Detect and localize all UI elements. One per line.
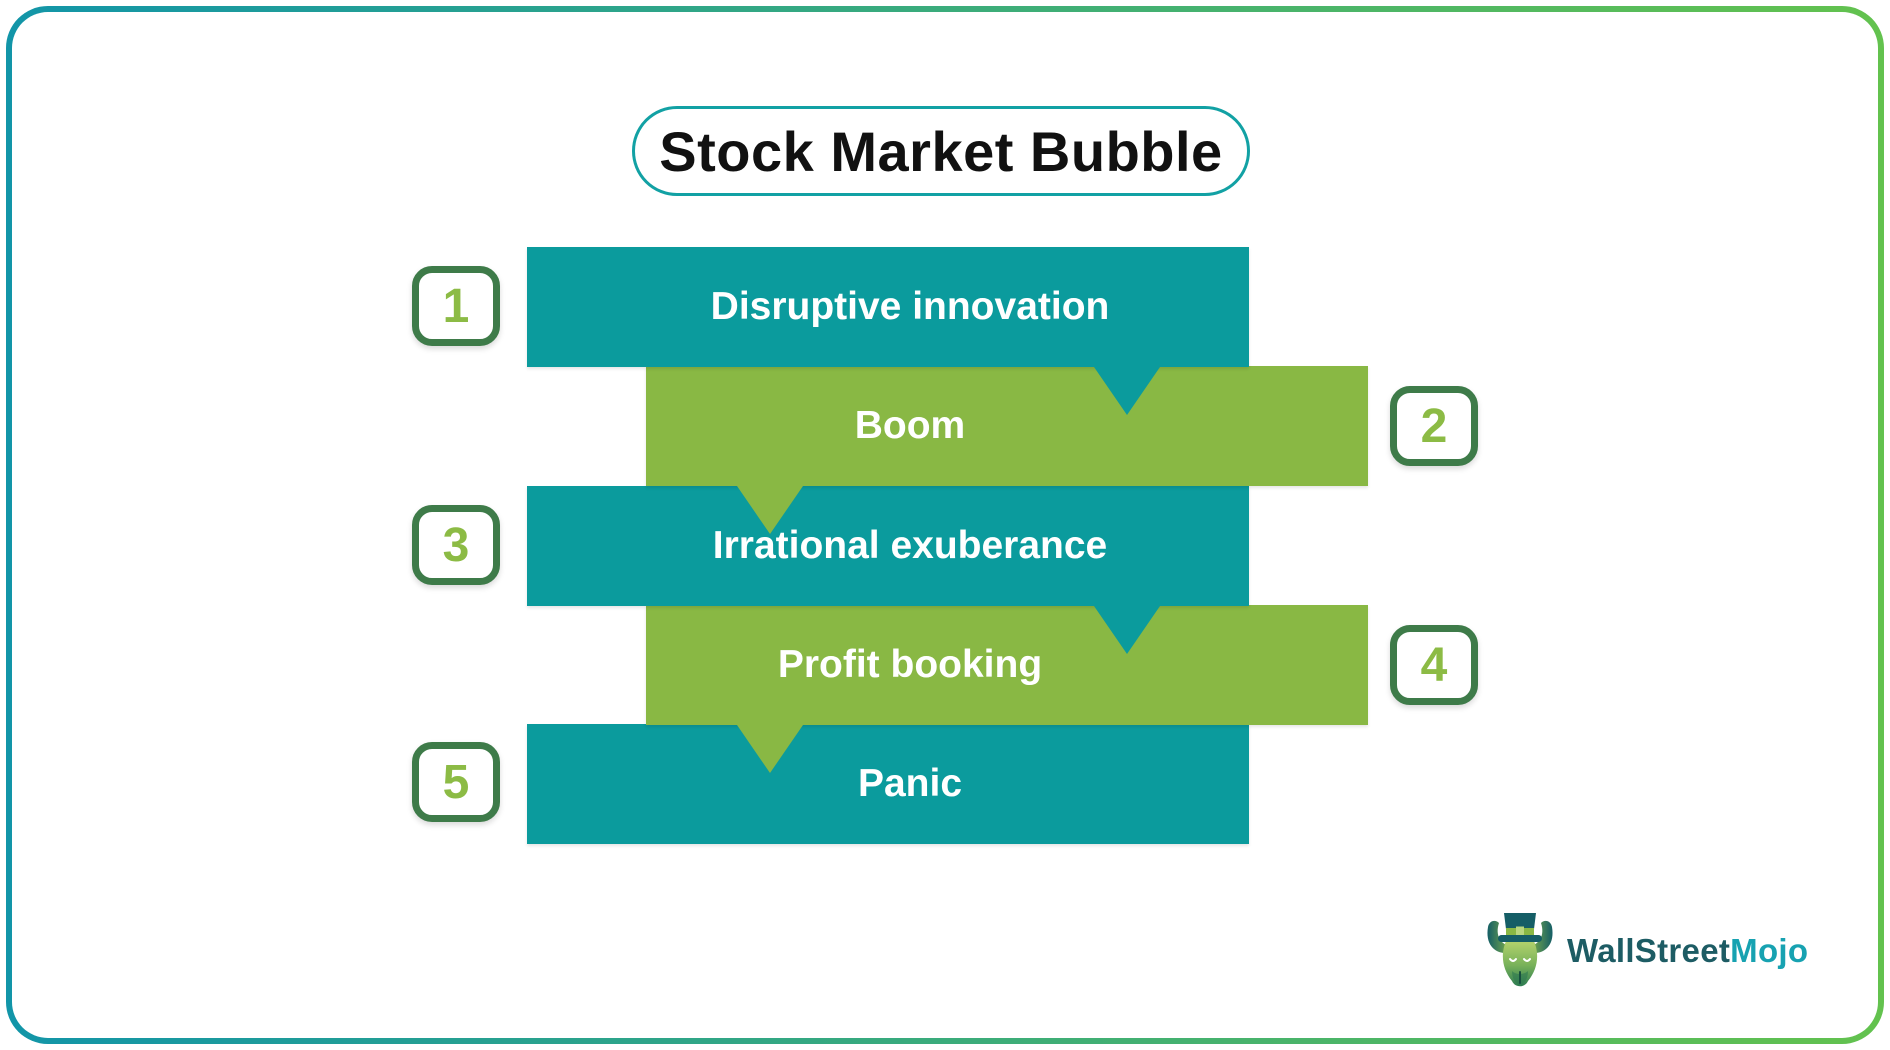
brand-logo: WallStreetMojo bbox=[1483, 903, 1808, 999]
flow-arrow-down-icon bbox=[737, 725, 803, 773]
stage-bar-boom: Boom bbox=[646, 366, 1368, 534]
page-title-text: Stock Market Bubble bbox=[659, 119, 1223, 183]
stage-label: Boom bbox=[854, 404, 966, 447]
brand-name-primary: WallStreet bbox=[1567, 932, 1731, 969]
stage-bar-panic: Panic bbox=[527, 724, 1249, 844]
stage-number: 2 bbox=[1420, 399, 1448, 453]
page-title: Stock Market Bubble bbox=[632, 106, 1250, 196]
stage-number: 4 bbox=[1420, 638, 1448, 692]
stage-number-badge: 2 bbox=[1390, 386, 1478, 466]
flow-arrow-down-icon bbox=[1094, 367, 1160, 415]
stage-number-badge: 5 bbox=[412, 742, 500, 822]
brand-name-secondary: Mojo bbox=[1730, 932, 1809, 969]
stage-number-badge: 1 bbox=[412, 266, 500, 346]
brand-name: WallStreetMojo bbox=[1567, 932, 1808, 970]
stage-bar-irrational-exuberance: Irrational exuberance bbox=[527, 486, 1249, 654]
stage-bar-disruptive-innovation: Disruptive innovation bbox=[527, 247, 1249, 415]
flow-arrow-down-icon bbox=[737, 486, 803, 534]
stage-label: Disruptive innovation bbox=[710, 285, 1110, 328]
flow-arrow-down-icon bbox=[1094, 606, 1160, 654]
stage-number: 1 bbox=[442, 279, 470, 333]
stage-label: Panic bbox=[857, 762, 963, 805]
stage-bar-profit-booking: Profit booking bbox=[646, 605, 1368, 773]
stage-number-badge: 4 bbox=[1390, 625, 1478, 705]
stage-label: Profit booking bbox=[777, 643, 1043, 686]
stage-number: 3 bbox=[442, 518, 470, 572]
bull-with-top-hat-icon bbox=[1487, 913, 1553, 987]
stage-number-badge: 3 bbox=[412, 505, 500, 585]
stage-number: 5 bbox=[442, 755, 470, 809]
